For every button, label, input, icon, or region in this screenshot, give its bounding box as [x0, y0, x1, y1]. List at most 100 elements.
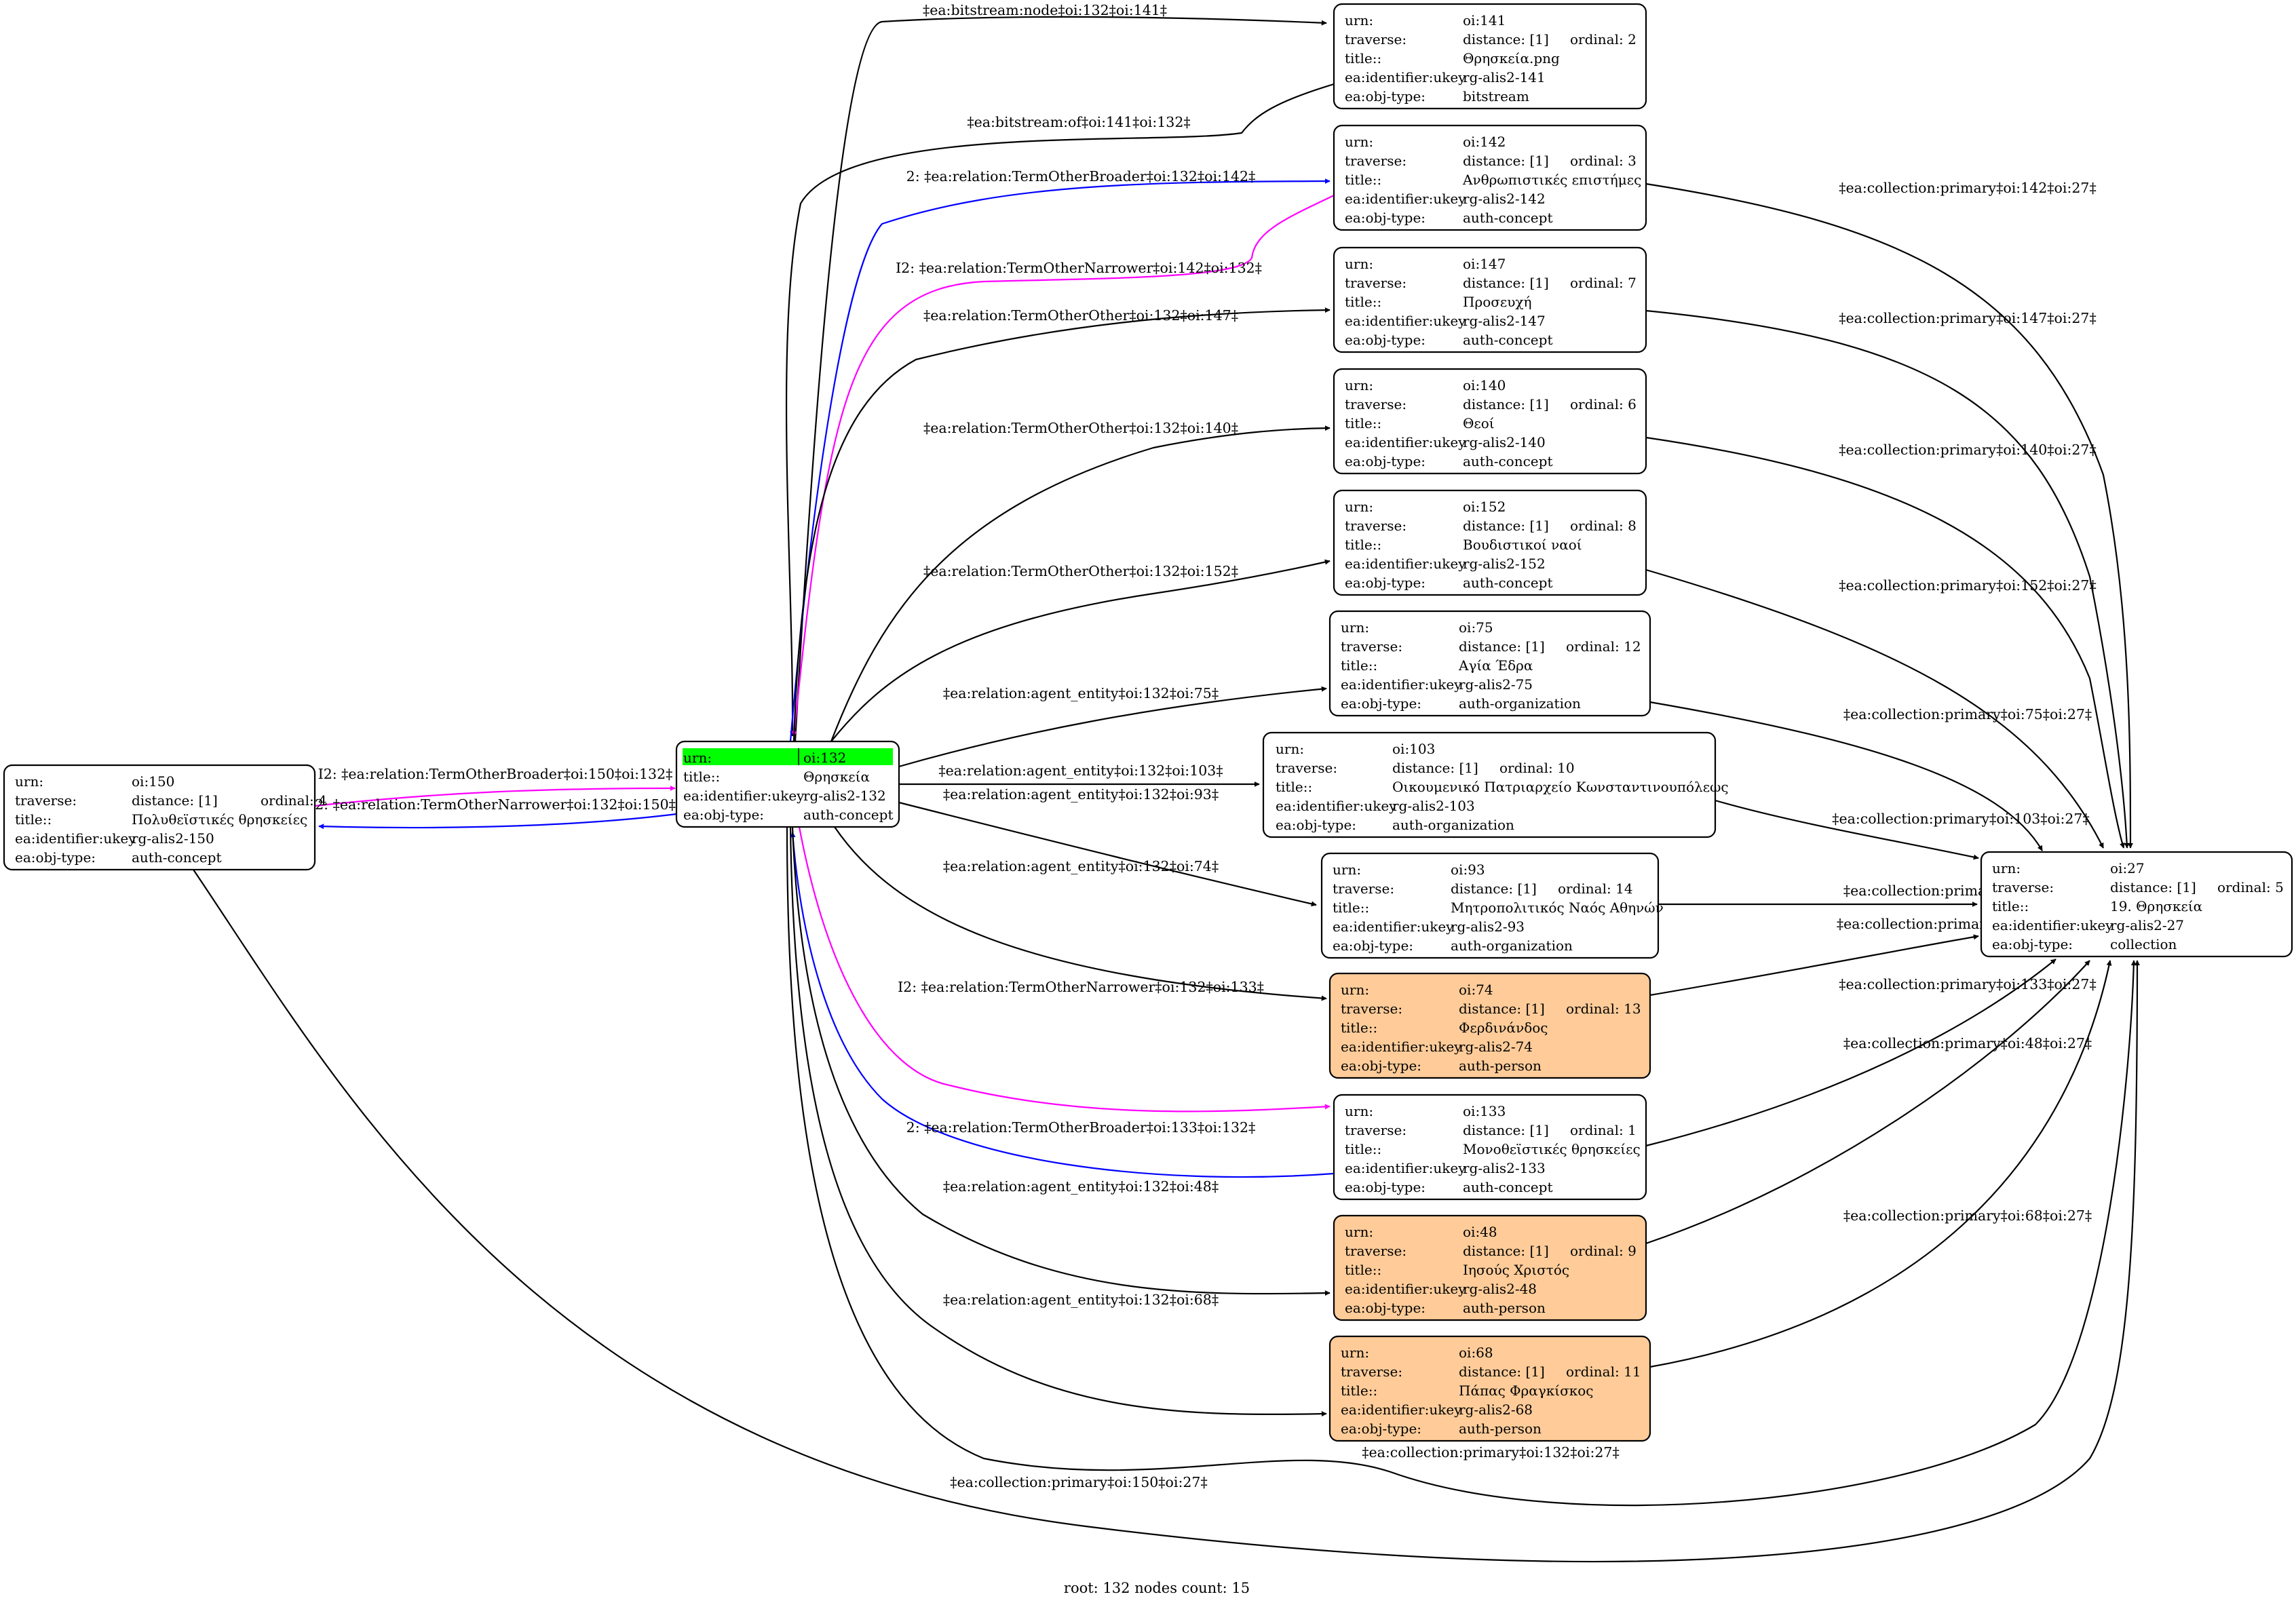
node-field-key: title:: — [15, 811, 52, 828]
edge-narrower — [798, 826, 1331, 1113]
node-field-key: ea:identifier:ukey — [1345, 313, 1466, 329]
node-n132[interactable]: urn:oi:132title::Θρησκείαea:identifier:u… — [675, 740, 900, 828]
edge-default — [834, 826, 1327, 1001]
node-field-value: Αγία Έδρα — [1458, 657, 1533, 674]
node-field-value: oi:68 — [1459, 1345, 1493, 1361]
node-field-value: distance: [1] — [1459, 1001, 1545, 1017]
node-field-value: auth-concept — [1463, 453, 1552, 469]
node-field-value: distance: [1] — [1463, 153, 1549, 169]
edge-label: ‡ea:relation:TermOtherOther‡oi:132‡oi:14… — [923, 420, 1238, 436]
edge-default — [1645, 568, 2104, 849]
node-field-key: title:: — [1992, 898, 2029, 914]
node-field-key: title:: — [1345, 415, 1381, 431]
node-field-value: Μητροπολιτικός Ναός Αθηνών — [1451, 900, 1664, 916]
edge-label: ‡ea:bitstream:node‡oi:132‡oi:141‡ — [923, 2, 1167, 18]
node-field-key: urn: — [1341, 982, 1369, 998]
node-field-key: traverse: — [1345, 153, 1407, 169]
edge-default — [1645, 309, 2130, 849]
node-box — [1333, 124, 1647, 231]
node-field-key: ea:identifier:ukey — [1345, 191, 1466, 207]
node-field-key: ea:identifier:ukey — [1333, 918, 1454, 935]
edge-label: ‡ea:relation:agent_entity‡oi:132‡oi:75‡ — [943, 685, 1219, 701]
node-field-key: traverse: — [1345, 1243, 1407, 1259]
node-field-value: Ιησούς Χριστός — [1463, 1262, 1569, 1278]
node-field-value: ordinal: 4 — [261, 792, 327, 809]
node-field-value: distance: [1] — [1459, 638, 1545, 655]
edge-label: ‡ea:relation:agent_entity‡oi:132‡oi:68‡ — [943, 1292, 1219, 1308]
node-field-key: traverse: — [1341, 1364, 1402, 1380]
node-field-key: title:: — [1345, 1262, 1381, 1278]
node-field-value: rg-alis2-74 — [1459, 1039, 1533, 1055]
node-field-value: Μονοθεϊστικές θρησκείες — [1463, 1141, 1641, 1157]
node-field-key: ea:identifier:ukey — [1341, 1401, 1462, 1418]
edge-label: ‡ea:relation:TermOtherOther‡oi:132‡oi:15… — [923, 563, 1238, 579]
node-field-value: Πολυθεϊστικές θρησκείες — [132, 811, 307, 828]
node-field-value: oi:133 — [1463, 1103, 1506, 1119]
node-field-key: urn: — [1333, 862, 1361, 878]
node-field-key: ea:identifier:ukey — [1345, 1160, 1466, 1176]
node-field-key: ea:obj-type: — [1345, 453, 1426, 469]
node-field-value: rg-alis2-103 — [1392, 798, 1475, 814]
node-field-value: auth-concept — [1463, 210, 1552, 226]
node-field-value: 19. Θρησκεία — [2110, 898, 2202, 914]
edge-label: ‡ea:collection:primary‡oi:147‡oi:27‡ — [1839, 310, 2096, 326]
node-field-value: distance: [1] — [1392, 760, 1478, 776]
node-field-key: ea:identifier:ukey — [1345, 556, 1466, 572]
edge-default — [1649, 960, 2112, 1368]
node-field-key: urn: — [1341, 1345, 1369, 1361]
edge-default — [794, 16, 1327, 742]
node-field-value: rg-alis2-48 — [1463, 1281, 1537, 1297]
node-box — [1328, 610, 1651, 717]
node-field-value: rg-alis2-141 — [1463, 69, 1546, 85]
node-field-value: auth-person — [1463, 1300, 1546, 1316]
node-field-key: ea:identifier:ukey — [1276, 798, 1397, 814]
node-field-key: ea:identifier:ukey — [1341, 1039, 1462, 1055]
node-field-value: ordinal: 1 — [1570, 1122, 1637, 1138]
node-field-key: traverse: — [1345, 396, 1407, 412]
node-field-key: ea:obj-type: — [1345, 332, 1426, 348]
node-box — [1333, 489, 1647, 596]
node-field-value: ordinal: 14 — [1558, 881, 1633, 897]
node-field-value: ordinal: 13 — [1566, 1001, 1641, 1017]
node-field-value: oi:142 — [1463, 134, 1506, 150]
node-field-value: rg-alis2-150 — [132, 830, 214, 847]
node-box — [1333, 368, 1647, 475]
edge-default — [830, 425, 1331, 742]
node-field-value: oi:132 — [803, 750, 846, 766]
edge-default — [898, 686, 1327, 768]
node-n133[interactable]: urn: oi:133 traverse: distance: [1] ordinal:… — [1333, 1094, 1647, 1201]
node-box — [1333, 246, 1647, 353]
node-field-value: ordinal: 11 — [1566, 1364, 1641, 1380]
node-field-value: auth-concept — [1463, 332, 1552, 348]
edge-default — [1645, 436, 2125, 849]
node-field-key: urn: — [1345, 1103, 1373, 1119]
node-field-value: oi:93 — [1451, 862, 1485, 878]
node-field-value: distance: [1] — [1463, 1122, 1549, 1138]
node-field-value: distance: [1] — [1451, 881, 1537, 897]
edge-layer — [193, 16, 2140, 1563]
node-field-value: auth-person — [1459, 1420, 1542, 1437]
node-box — [1328, 972, 1651, 1079]
node-field-value: oi:74 — [1459, 982, 1493, 998]
edge-label: ‡ea:collection:primary‡oi:150‡oi:27‡ — [950, 1474, 1207, 1490]
node-field-key: title:: — [1341, 1382, 1377, 1399]
node-box — [1980, 851, 2293, 958]
node-field-value: rg-alis2-68 — [1459, 1401, 1533, 1418]
edge-default — [193, 869, 2140, 1563]
node-field-key: title:: — [1341, 1020, 1377, 1036]
node-field-value: auth-concept — [1463, 1179, 1552, 1195]
node-field-key: traverse: — [1345, 1122, 1407, 1138]
